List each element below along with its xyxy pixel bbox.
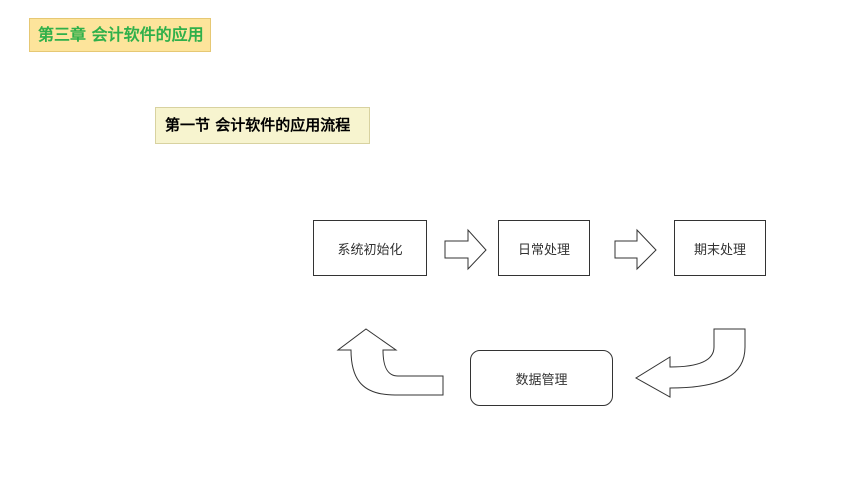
curved-down-left-arrow-icon (635, 328, 746, 398)
step-data-management-label: 数据管理 (515, 372, 568, 388)
step-daily-processing: 日常处理 (498, 220, 590, 276)
step-daily-processing-label: 日常处理 (517, 242, 570, 258)
chapter-title: 第三章 会计软件的应用 (29, 18, 211, 52)
step-period-end-processing: 期末处理 (674, 220, 766, 276)
right-arrow-icon (614, 228, 657, 271)
step-system-init: 系统初始化 (313, 220, 427, 276)
step-system-init-label: 系统初始化 (337, 242, 403, 258)
curved-up-arrow-icon (336, 328, 444, 396)
right-arrow-icon (444, 228, 487, 271)
section-title: 第一节 会计软件的应用流程 (155, 107, 370, 144)
step-period-end-processing-label: 期末处理 (693, 242, 746, 258)
step-data-management: 数据管理 (470, 350, 613, 406)
